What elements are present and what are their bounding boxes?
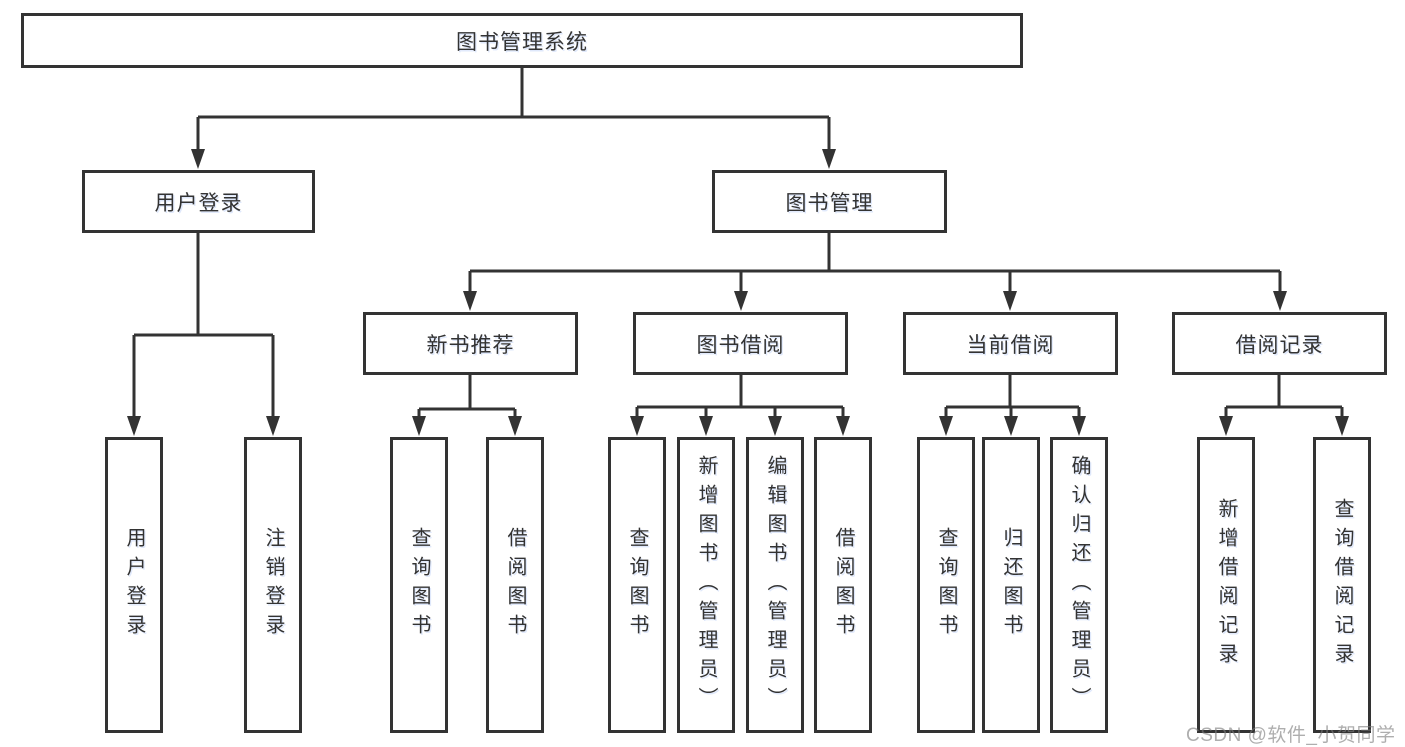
node-bb-query-book-label: 查询图书 [626, 527, 648, 643]
node-cb-confirm-return: 确认归还（管理员） [1050, 437, 1108, 733]
node-user-login: 用户登录 [82, 170, 315, 233]
node-rec-borrow-book-label: 借阅图书 [504, 527, 526, 643]
node-bb-edit-book: 编辑图书（管理员） [746, 437, 804, 733]
csdn-watermark: CSDN @软件_小贺同学 [1186, 725, 1396, 746]
node-root: 图书管理系统 [21, 13, 1023, 68]
node-br-add-record: 新增借阅记录 [1197, 437, 1255, 733]
node-bb-borrow-book: 借阅图书 [814, 437, 872, 733]
node-rec-query-book: 查询图书 [390, 437, 448, 733]
node-book-borrowing-label: 图书借阅 [696, 333, 785, 357]
node-cb-query-book: 查询图书 [917, 437, 975, 733]
node-borrowing-records-label: 借阅记录 [1235, 333, 1324, 357]
node-cb-return-book: 归还图书 [982, 437, 1040, 733]
node-cb-confirm-return-label: 确认归还（管理员） [1068, 454, 1090, 716]
node-br-add-record-label: 新增借阅记录 [1215, 498, 1237, 672]
node-logout-leaf-label: 注销登录 [262, 527, 284, 643]
node-book-borrowing: 图书借阅 [633, 312, 848, 375]
arrowheads [127, 149, 1349, 436]
node-bb-add-book-label: 新增图书（管理员） [695, 454, 717, 716]
node-br-query-record-label: 查询借阅记录 [1331, 498, 1353, 672]
node-rec-query-book-label: 查询图书 [408, 527, 430, 643]
node-bb-edit-book-label: 编辑图书（管理员） [764, 454, 786, 716]
node-borrowing-records: 借阅记录 [1172, 312, 1387, 375]
node-current-borrowing-label: 当前借阅 [966, 333, 1055, 357]
node-root-label: 图书管理系统 [456, 30, 588, 54]
node-login-leaf: 用户登录 [105, 437, 163, 733]
node-new-book-recommendation: 新书推荐 [363, 312, 578, 375]
node-logout-leaf: 注销登录 [244, 437, 302, 733]
node-book-management-label: 图书管理 [785, 191, 874, 215]
node-book-management: 图书管理 [712, 170, 947, 233]
node-new-book-recommendation-label: 新书推荐 [426, 333, 515, 357]
node-user-login-label: 用户登录 [154, 191, 243, 215]
node-login-leaf-label: 用户登录 [123, 527, 145, 643]
node-current-borrowing: 当前借阅 [903, 312, 1118, 375]
node-rec-borrow-book: 借阅图书 [486, 437, 544, 733]
node-bb-add-book: 新增图书（管理员） [677, 437, 735, 733]
node-br-query-record: 查询借阅记录 [1313, 437, 1371, 733]
node-bb-query-book: 查询图书 [608, 437, 666, 733]
node-cb-query-book-label: 查询图书 [935, 527, 957, 643]
node-bb-borrow-book-label: 借阅图书 [832, 527, 854, 643]
node-cb-return-book-label: 归还图书 [1000, 527, 1022, 643]
